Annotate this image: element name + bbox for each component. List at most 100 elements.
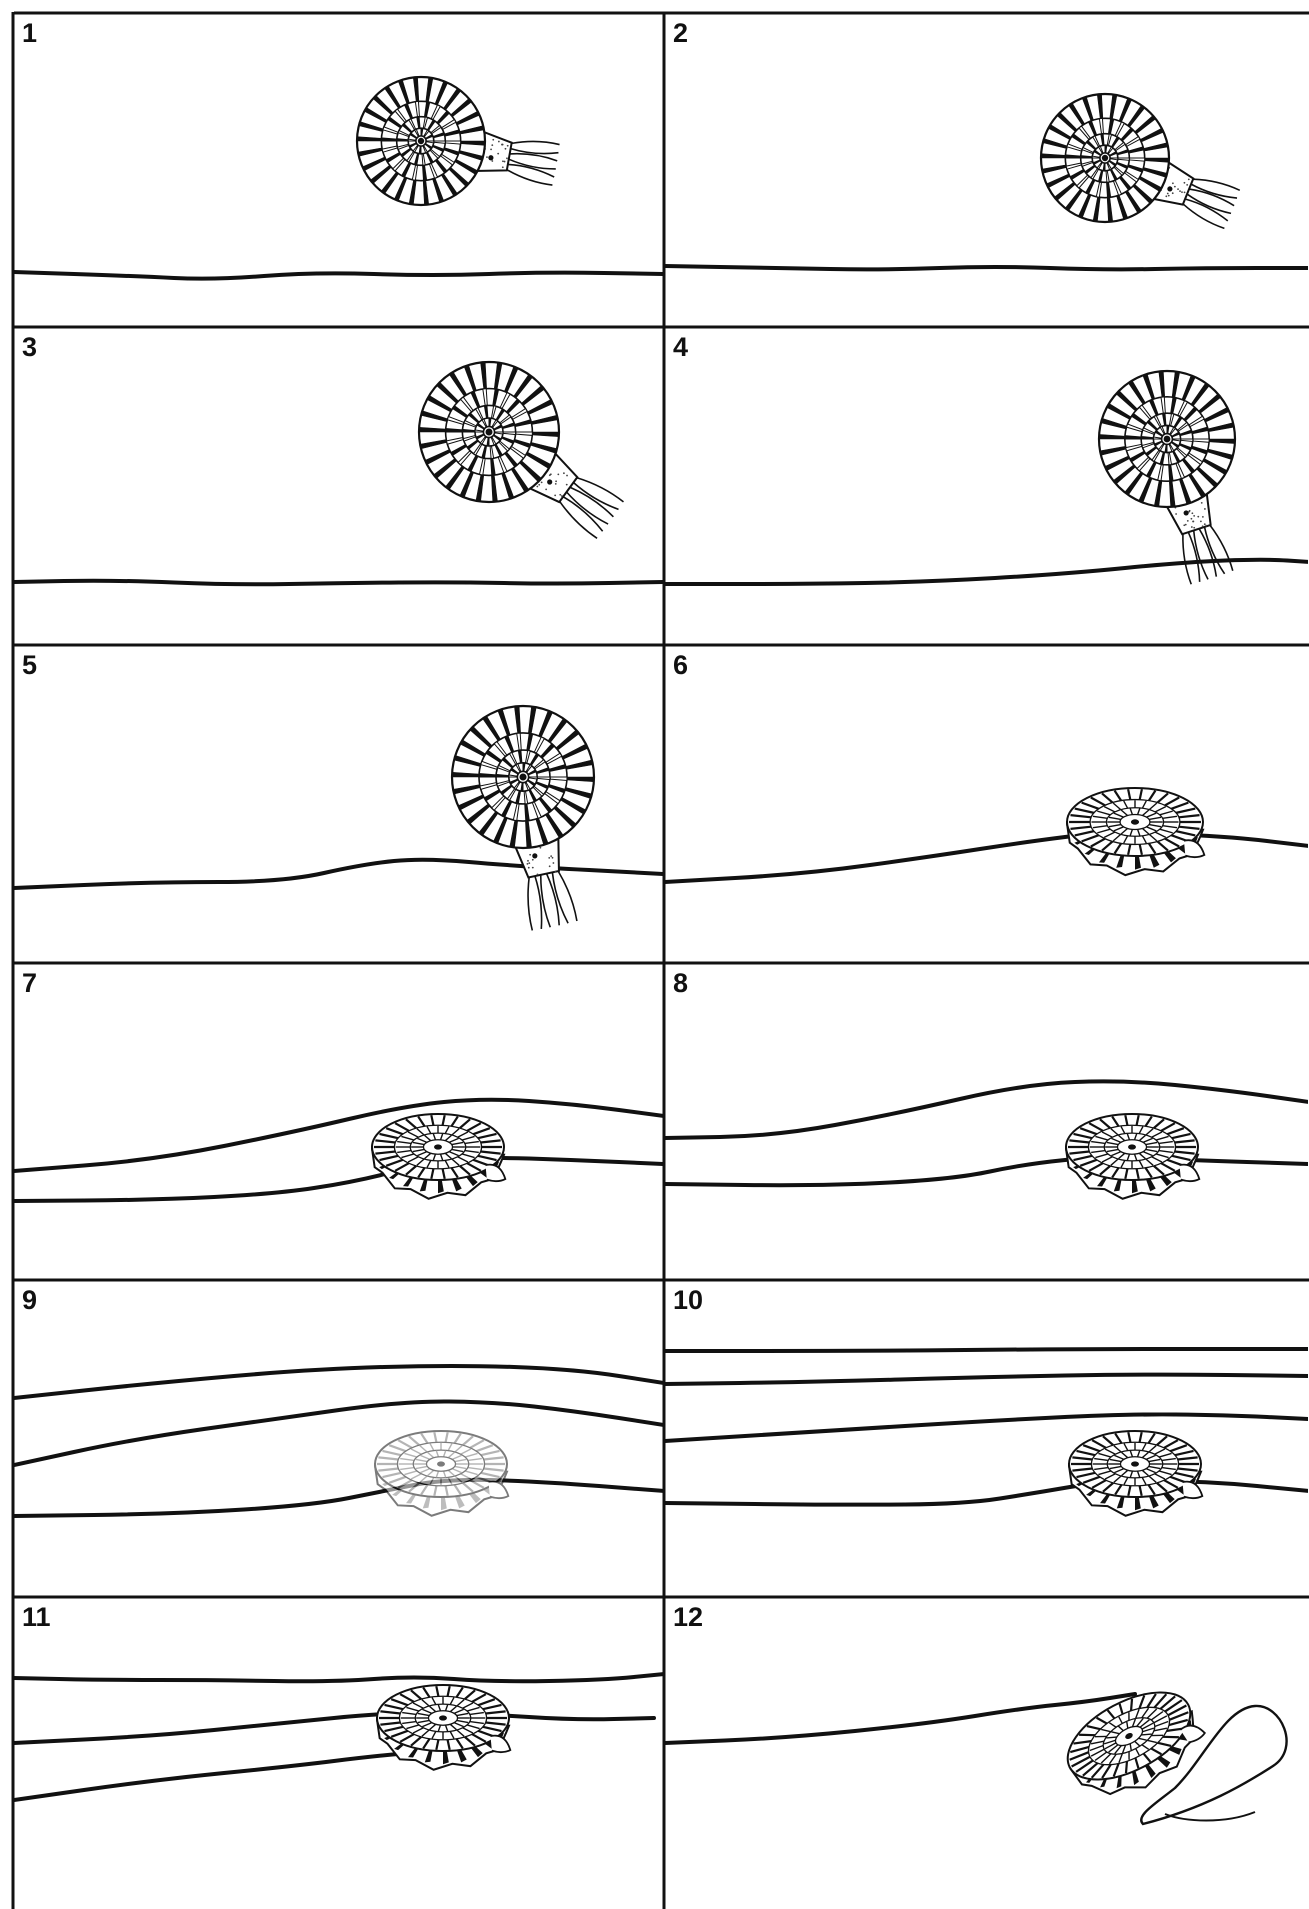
stipple-dot [1191,518,1193,520]
shell-centre [486,429,493,436]
stipple-dot [528,862,530,864]
fossil-centre [437,1461,445,1466]
stipple-dot [491,144,493,146]
stipple-dot [1179,190,1181,192]
ammonite-shell [452,706,594,848]
stipple-dot [549,474,551,476]
stipple-dot [552,857,554,859]
stipple-dot [1193,527,1195,529]
stipple-dot [1191,526,1193,528]
stipple-dot [1174,186,1176,188]
stipple-dot [491,160,493,162]
stipple-dot [532,859,534,861]
sediment-layer-line [665,1349,1309,1351]
fossil-centre [439,1715,447,1720]
panel-number: 1 [22,18,37,48]
stipple-dot [1184,182,1186,184]
stipple-dot [502,166,504,168]
ammonite-shell [1041,94,1169,222]
stipple-dot [506,157,508,159]
stipple-dot [527,860,529,862]
stipple-dot [563,472,565,474]
sea-floor-line [665,266,1309,269]
stipple-dot [1172,192,1174,194]
stipple-dot [490,148,492,150]
stipple-dot [559,494,561,496]
stipple-dot [1204,523,1206,525]
stipple-dot [486,156,488,158]
stipple-dot [550,855,552,857]
stipple-dot [566,475,568,477]
stipple-dot [1193,521,1195,523]
panel-number: 4 [673,332,688,362]
ammonite-eye [488,155,493,160]
stipple-dot [1202,516,1204,518]
panel-number: 7 [22,968,37,998]
panel-number: 11 [22,1602,51,1632]
stipple-dot [1177,188,1179,190]
ammonite-shell [1099,371,1235,507]
stipple-dot [1165,195,1167,197]
ammonite-eye [1167,186,1172,191]
stipple-dot [532,867,534,869]
panel-number: 12 [673,1602,703,1632]
stipple-dot [561,495,563,497]
panel-number: 9 [22,1285,37,1315]
stipple-dot [1181,191,1183,193]
stipple-dot [504,161,506,163]
stipple-dot [538,484,540,486]
stipple-dot [507,145,509,147]
stipple-dot [1201,502,1203,504]
stipple-dot [498,141,500,143]
stipple-dot [566,484,568,486]
stipple-dot [502,160,504,162]
ammonite-shell [419,362,559,502]
stipple-dot [1186,184,1188,186]
stipple-dot [1184,191,1186,193]
stipple-dot [1189,510,1191,512]
stipple-dot [557,473,559,475]
shell-centre [1164,436,1171,443]
ammonite-eye [547,479,552,484]
stipple-dot [1168,195,1170,197]
stipple-dot [1193,515,1195,517]
fossil-centre [1128,1144,1136,1149]
stipple-dot [549,865,551,867]
stipple-dot [1187,520,1189,522]
stipple-dot [554,494,556,496]
shell-centre [418,138,424,144]
stipple-dot [505,148,507,150]
stipple-dot [554,871,556,873]
stipple-dot [553,862,555,864]
stipple-dot [1205,525,1207,527]
panel-number: 8 [673,968,688,998]
stipple-dot [1197,516,1199,518]
stipple-dot [1204,508,1206,510]
stipple-dot [527,863,529,865]
panel-number: 5 [22,650,37,680]
stipple-dot [548,857,550,859]
shell-centre [519,773,526,780]
panel-number: 6 [673,650,688,680]
ammonite-eye [532,853,537,858]
stipple-dot [502,144,504,146]
stipple-dot [492,139,494,141]
stipple-dot [541,481,543,483]
ammonite-shell [357,77,485,205]
stipple-dot [497,153,499,155]
fossil-centre [434,1144,442,1149]
stipple-dot [1172,182,1174,184]
panel-number: 10 [673,1285,703,1315]
panel-number: 2 [673,18,688,48]
stipple-dot [528,867,530,869]
stipple-dot [1200,520,1202,522]
stipple-dot [529,854,531,856]
fossil-centre [1131,819,1139,824]
stipple-dot [545,488,547,490]
stipple-dot [555,480,557,482]
stipple-dot [1185,524,1187,526]
stipple-dot [1191,512,1193,514]
